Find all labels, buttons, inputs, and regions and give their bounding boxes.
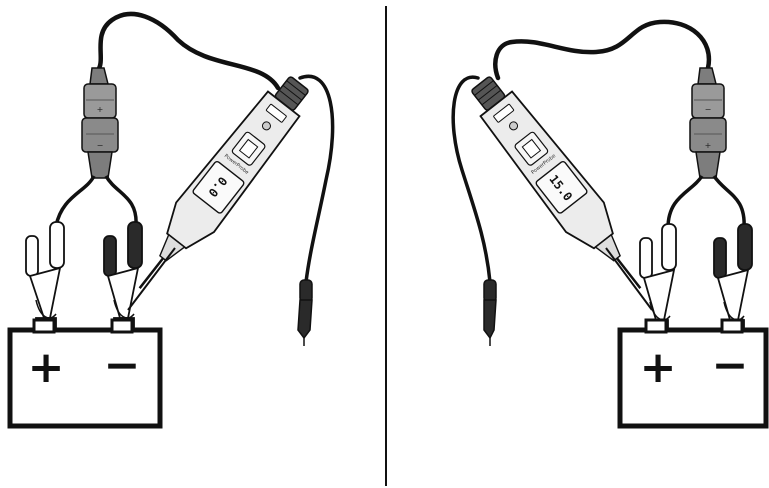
right-battery-terminal-negative [720, 318, 744, 334]
svg-text:−: − [97, 141, 104, 150]
right-positive-clip [639, 223, 677, 335]
left-negative-clip [103, 221, 143, 333]
right-ground-clip [483, 279, 497, 346]
right-battery-terminal-positive [644, 318, 668, 334]
left-ground-clip [297, 279, 313, 346]
right-black-lead [712, 174, 746, 229]
right-panel: − + [451, 19, 769, 429]
left-power-connector: + − [81, 67, 119, 179]
left-red-lead [54, 175, 96, 227]
right-ground-lead [451, 75, 492, 284]
left-battery-terminal-positive [32, 318, 56, 334]
right-probe-tip-contact [605, 247, 653, 311]
left-probe: PowerProbe 0.0 [138, 76, 309, 289]
left-black-lead [104, 175, 138, 227]
left-battery-terminal-negative [110, 318, 134, 334]
right-top-cable [493, 19, 712, 81]
right-power-connector: − + [689, 67, 727, 179]
left-top-cable [95, 11, 281, 91]
right-battery-negative-symbol: − [712, 340, 749, 391]
right-probe: PowerProbe 15.0 [471, 76, 642, 289]
left-probe-tip-contact [127, 247, 176, 311]
svg-text:−: − [705, 105, 712, 114]
left-panel: + − [7, 11, 335, 429]
right-red-lead [666, 174, 704, 229]
right-negative-clip [713, 223, 753, 335]
left-positive-clip [25, 221, 65, 333]
left-ground-lead [298, 74, 335, 284]
left-battery-positive-symbol: + [28, 342, 65, 393]
right-battery: + − [617, 318, 769, 429]
left-battery: + − [7, 318, 163, 429]
left-probe-display [192, 161, 245, 214]
svg-text:+: + [97, 105, 104, 114]
svg-text:+: + [705, 141, 712, 150]
left-battery-negative-symbol: − [104, 340, 141, 391]
right-battery-positive-symbol: + [640, 342, 677, 393]
right-probe-display [535, 161, 588, 214]
